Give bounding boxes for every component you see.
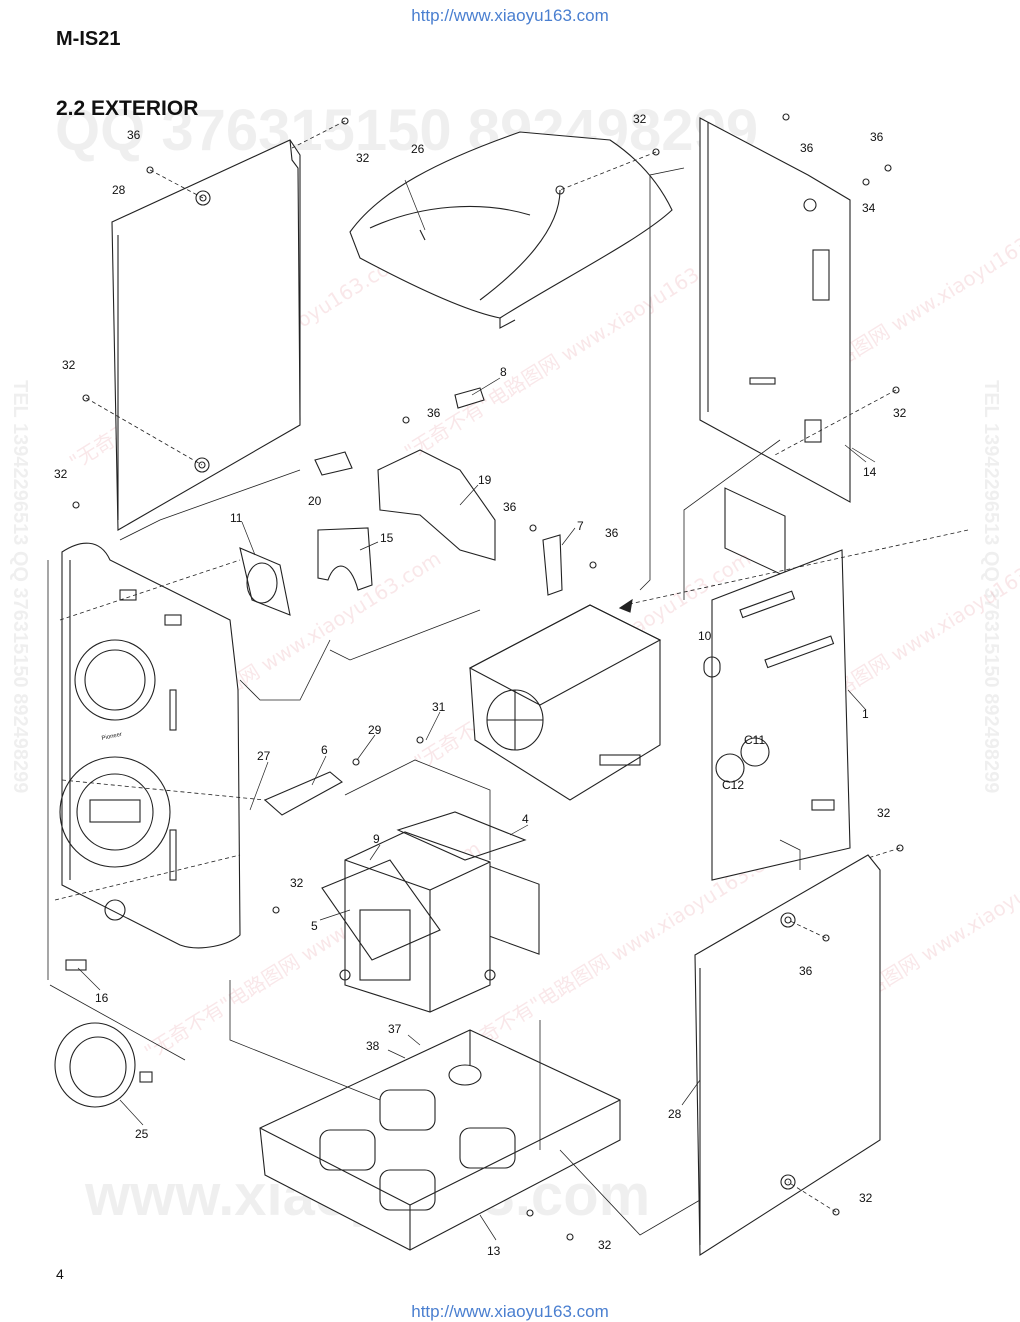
label-8: 8 [500, 365, 507, 379]
part-labels: 36 32 28 26 32 36 36 34 32 8 36 32 14 32… [54, 112, 907, 1258]
label-36b: 36 [800, 141, 814, 155]
label-14: 14 [863, 465, 877, 479]
clip-20 [314, 451, 353, 476]
label-26: 26 [411, 142, 425, 156]
pcb-8 [454, 387, 485, 409]
watermark-tel-left: TEL 13942296513 QQ 376315150 892498299 [9, 380, 31, 793]
solid-leaders [77, 179, 876, 1241]
front-panel-brand: Pioneer [101, 732, 122, 742]
label-32h: 32 [859, 1191, 873, 1205]
front-panel [59, 542, 241, 949]
label-31: 31 [432, 700, 446, 714]
label-36f: 36 [605, 526, 619, 540]
label-5: 5 [311, 919, 318, 933]
label-36g: 36 [799, 964, 813, 978]
label-13: 13 [487, 1244, 501, 1258]
label-9: 9 [373, 832, 380, 846]
bottom-url[interactable]: http://www.xiaoyu163.com [411, 1302, 609, 1321]
screws [72, 113, 904, 1241]
label-28b: 28 [668, 1107, 682, 1121]
watermark-tel-right: TEL 13942296513 QQ 376315150 892498299 [980, 380, 1002, 793]
label-36d: 36 [427, 406, 441, 420]
holder-19 [377, 449, 496, 561]
label-36c: 36 [870, 130, 884, 144]
label-C12: C12 [722, 778, 744, 792]
label-32e: 32 [54, 467, 68, 481]
label-32b: 32 [633, 112, 647, 126]
routing-lines [47, 167, 801, 1236]
label-32a: 32 [356, 151, 370, 165]
label-16: 16 [95, 991, 109, 1005]
label-34: 34 [862, 201, 876, 215]
label-36a: 36 [127, 128, 141, 142]
watermark-qq: QQ 376315150 892498299 [55, 98, 758, 163]
sheet-4 [396, 811, 527, 861]
model-number: M-IS21 [56, 28, 121, 50]
top-url[interactable]: http://www.xiaoyu163.com [411, 6, 609, 25]
label-32g: 32 [290, 876, 304, 890]
right-side-panel [694, 854, 881, 1256]
chassis [259, 1029, 621, 1251]
label-36e: 36 [503, 500, 517, 514]
label-11: 11 [230, 511, 243, 525]
label-7: 7 [577, 519, 584, 533]
speaker-ring [54, 1022, 153, 1108]
label-32d: 32 [893, 406, 907, 420]
label-32i: 32 [598, 1238, 612, 1252]
bracket-7 [542, 534, 563, 596]
amplifier-unit [468, 604, 662, 955]
label-32f: 32 [877, 806, 891, 820]
label-32c: 32 [62, 358, 76, 372]
bracket-15 [317, 527, 373, 591]
label-28a: 28 [112, 183, 126, 197]
label-10: 10 [698, 629, 712, 643]
label-38: 38 [366, 1039, 380, 1053]
part-16-shape [65, 959, 87, 971]
pcb-6 [263, 771, 343, 816]
main-pcb [703, 549, 851, 881]
transformer [339, 831, 496, 1013]
label-19: 19 [478, 473, 492, 487]
label-37: 37 [388, 1022, 402, 1036]
label-6: 6 [321, 743, 328, 757]
speaker-unit [239, 547, 291, 616]
section-title: 2.2 EXTERIOR [56, 97, 199, 120]
label-4: 4 [522, 812, 529, 826]
label-15: 15 [380, 531, 394, 545]
left-side-panel [111, 139, 301, 531]
line-art [47, 113, 969, 1256]
page-number: 4 [56, 1266, 64, 1282]
rear-panel [699, 117, 851, 577]
label-27: 27 [257, 749, 271, 763]
label-1: 1 [862, 707, 869, 721]
arrow-head [618, 598, 633, 613]
label-25: 25 [135, 1127, 149, 1141]
top-cover [349, 131, 673, 329]
dashed-leaders [54, 120, 969, 1213]
label-29: 29 [368, 723, 382, 737]
label-20: 20 [308, 494, 322, 508]
label-C11: C11 [744, 733, 765, 747]
sheet-5 [321, 859, 441, 961]
